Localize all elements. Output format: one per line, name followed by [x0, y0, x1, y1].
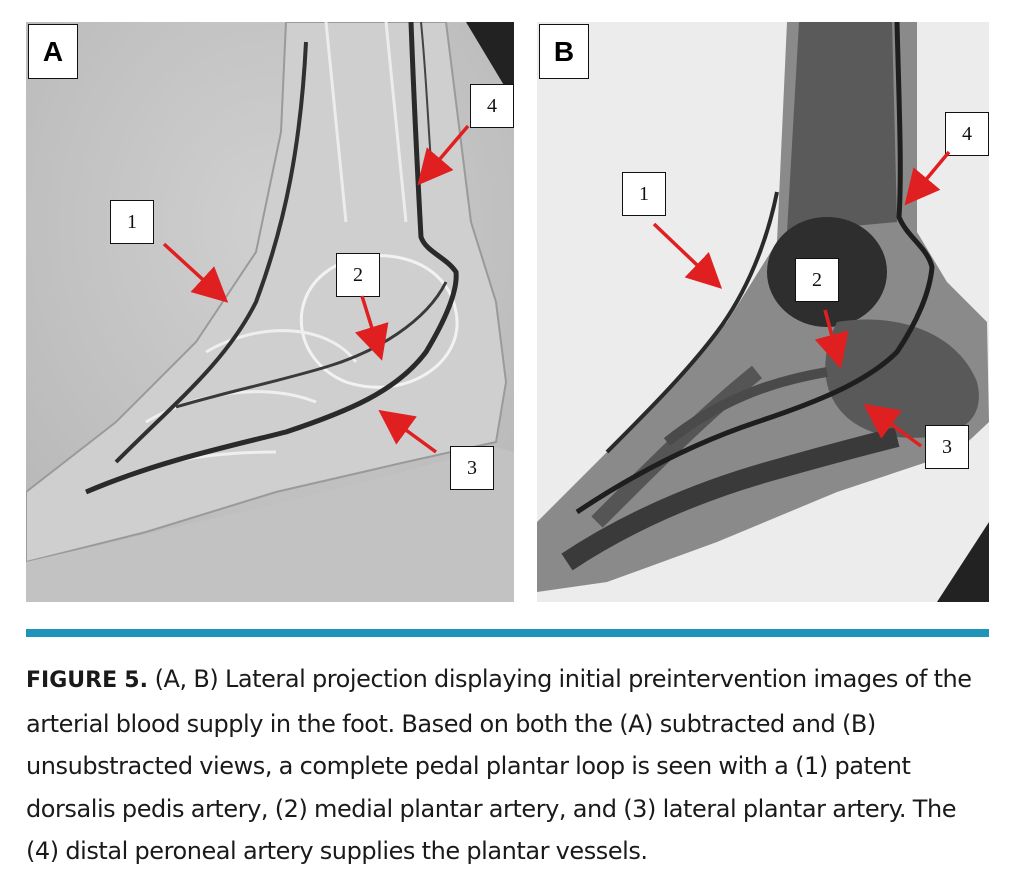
panel-b-xray-image [537, 22, 989, 602]
panel-b-callout-4: 4 [945, 112, 989, 156]
panel-b-callout-2: 2 [795, 258, 839, 302]
panel-b-callout-1: 1 [622, 172, 666, 216]
panel-a-letter: A [28, 24, 78, 79]
panel-b-unsubtracted-image: B 1 2 3 4 [537, 22, 989, 602]
panel-a-callout-3: 3 [450, 446, 494, 490]
panel-b-callout-3: 3 [925, 425, 969, 469]
figure-label: FIGURE 5. [26, 668, 148, 693]
figure-caption: FIGURE 5. (A, B) Lateral projection disp… [26, 658, 991, 873]
panel-a-callout-4: 4 [470, 84, 514, 128]
panel-a-callout-2: 2 [336, 253, 380, 297]
panel-a-callout-1: 1 [110, 200, 154, 244]
caption-divider [26, 629, 989, 637]
panel-a-subtracted-angiogram: A 1 2 3 4 [26, 22, 514, 602]
panel-b-letter: B [539, 24, 589, 79]
panel-a-xray-image [26, 22, 514, 602]
caption-text: (A, B) Lateral projection displaying ini… [26, 665, 972, 865]
